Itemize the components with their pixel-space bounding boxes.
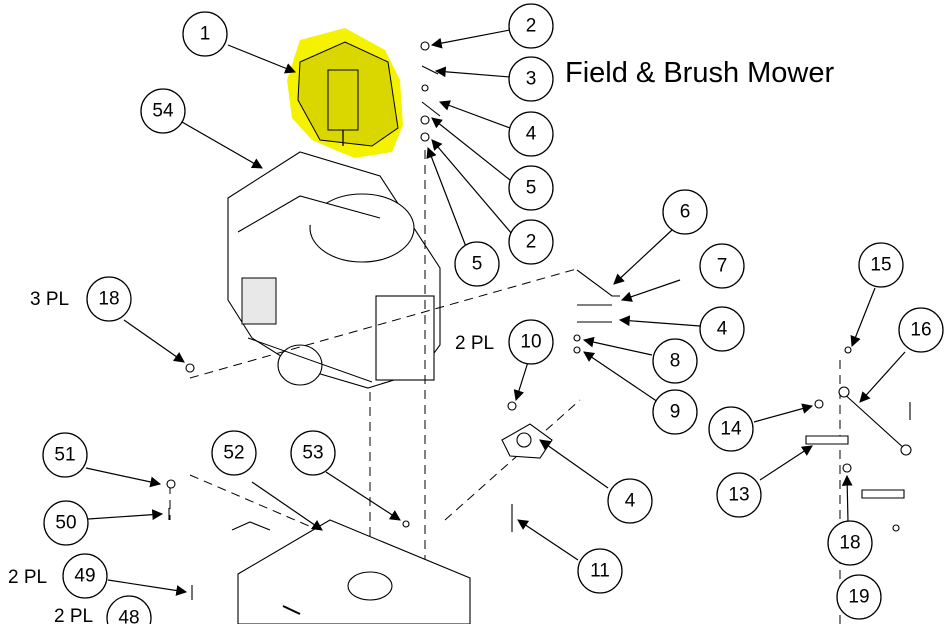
callout: 9 [652, 389, 698, 435]
engine-muffler [277, 344, 323, 386]
highlighted-air-filter-part [287, 28, 403, 158]
callout-number: 5 [526, 178, 537, 199]
engine-cooling-fins [241, 277, 277, 325]
callout: 4 [699, 306, 745, 352]
callout-number: 1 [200, 24, 211, 45]
callout-number: 4 [625, 491, 636, 512]
callout: 16 [898, 307, 944, 353]
callout: 6 [662, 189, 708, 235]
callout-number: 16 [910, 320, 931, 341]
callout-number: 2 [526, 232, 537, 253]
assembly-lines [169, 150, 841, 624]
callout-number: 53 [302, 443, 323, 464]
callout: 1 [182, 11, 228, 57]
callout: 3 [508, 56, 554, 102]
callout-number: 51 [54, 445, 75, 466]
callout: 14 [708, 406, 754, 452]
callout-number: 11 [590, 561, 610, 582]
air-filter-cover [297, 41, 399, 147]
callout: 50 [43, 500, 89, 546]
callout-number: 4 [526, 124, 537, 145]
callout: 2 [508, 219, 554, 265]
callout: 13 [716, 472, 762, 518]
callout: 5 [508, 165, 554, 211]
pl-note: 2 PL [8, 567, 47, 588]
callout-number: 15 [870, 255, 891, 276]
pl-notes: 3 PL 2 PL 2 PL 2 PL [8, 289, 494, 624]
callout-number: 19 [848, 587, 869, 608]
callout-number: 3 [526, 69, 537, 90]
callout-number: 9 [670, 402, 681, 423]
callout-number: 48 [118, 608, 139, 624]
callouts: 1 2 3 54 4 5 2 5 6 7 4 8 9 10 18 15 16 1… [42, 3, 944, 624]
leader-lines [85, 29, 906, 596]
callout-number: 14 [720, 419, 742, 440]
callout: 4 [607, 478, 653, 524]
callout: 49 [62, 553, 108, 599]
callout: 8 [652, 338, 698, 384]
callout: 4 [508, 111, 554, 157]
callout-number: 6 [680, 202, 691, 223]
callout: 54 [140, 88, 186, 134]
callout: 19 [836, 574, 882, 620]
mower-deck [231, 519, 471, 624]
callout-number: 50 [55, 513, 76, 534]
pl-note: 2 PL [54, 606, 93, 624]
callout-number: 49 [74, 566, 95, 587]
callout: 11 [577, 548, 623, 594]
callout-number: 13 [728, 485, 749, 506]
callout-number: 5 [472, 254, 483, 275]
callout-number: 52 [223, 443, 244, 464]
callout: 15 [858, 242, 904, 288]
pl-note: 3 PL [30, 289, 69, 310]
callout-number: 2 [526, 16, 537, 37]
callout: 48 [106, 595, 152, 624]
pl-note: 2 PL [455, 333, 494, 354]
callout-number: 10 [520, 332, 541, 353]
callout: 5 [454, 241, 500, 287]
callout: 52 [211, 430, 257, 476]
callout: 18 [86, 276, 132, 322]
callout: 18 [827, 520, 873, 566]
callout: 53 [290, 430, 336, 476]
diagram-title: Field & Brush Mower [565, 57, 834, 89]
callout: 2 [508, 3, 554, 49]
callout-number: 8 [670, 351, 681, 372]
callout: 7 [699, 243, 745, 289]
callout-number: 18 [98, 289, 119, 310]
engine-assembly [227, 151, 441, 389]
callout-number: 18 [839, 533, 860, 554]
callout-number: 4 [717, 319, 728, 340]
callout: 51 [42, 432, 88, 478]
callout: 10 [508, 319, 554, 365]
callout-number: 54 [152, 101, 174, 122]
callout-number: 7 [717, 256, 728, 277]
